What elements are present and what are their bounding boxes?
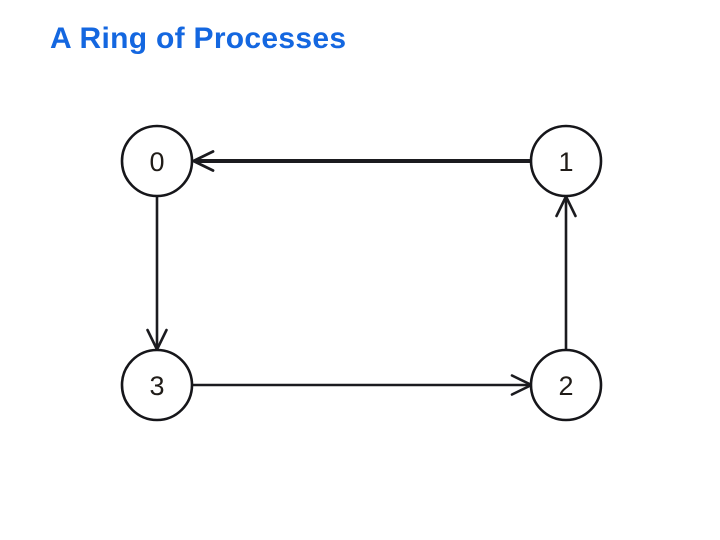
edge-3-to-2 <box>192 374 533 396</box>
node-0-label: 0 <box>149 147 164 177</box>
edge-1-to-0 <box>192 150 531 172</box>
edge-1-to-0-arrowhead <box>192 150 215 172</box>
node-2[interactable]: 2 <box>529 348 603 422</box>
node-3[interactable]: 3 <box>120 348 194 422</box>
edge-0-to-3 <box>146 196 168 351</box>
node-1[interactable]: 1 <box>529 124 603 198</box>
node-1-label: 1 <box>558 147 573 177</box>
page-title: A Ring of Processes <box>50 22 347 55</box>
node-2-circle[interactable] <box>529 348 603 422</box>
node-2-label: 2 <box>558 371 573 401</box>
node-0[interactable]: 0 <box>120 124 194 198</box>
node-3-label: 3 <box>149 371 164 401</box>
node-3-circle[interactable] <box>120 348 194 422</box>
edge-2-to-1 <box>555 195 577 350</box>
node-1-circle[interactable] <box>529 124 603 198</box>
node-0-circle[interactable] <box>120 124 194 198</box>
